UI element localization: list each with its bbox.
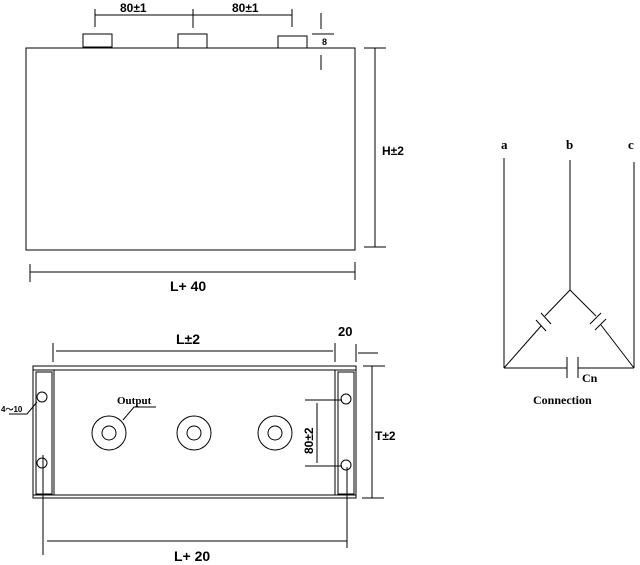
dim-mount-length: L+ 20 [174, 548, 210, 564]
dim-length: L+ 40 [170, 278, 206, 294]
top-view: 80±1 80±1 8 H±2 L+ 40 [25, 1, 404, 294]
capacitor-body [25, 47, 356, 251]
dim-thickness: T±2 [375, 429, 396, 443]
dim-terminal-height: 8 [322, 37, 327, 47]
dim-spacing-2: 80±1 [232, 1, 259, 15]
dim-length: L±2 [176, 331, 200, 347]
terminal-1 [82, 33, 113, 48]
dim-hole-spacing: 80±2 [302, 427, 316, 454]
output-label: Output [117, 395, 152, 407]
mount-hole [340, 459, 352, 471]
bottom-view: Output 4～10 L±2 20 80±2 T±2 L+ 20 [1, 324, 396, 564]
mount-hole [36, 391, 48, 403]
connection-title: Connection [533, 393, 592, 407]
hole-label: 4～10 [1, 405, 23, 414]
terminal-3 [277, 35, 308, 49]
dim-flange: 20 [338, 324, 352, 339]
terminal-b-label: b [566, 137, 573, 152]
dim-height: H±2 [382, 144, 404, 158]
terminal-2 [177, 33, 208, 49]
mount-hole [340, 393, 352, 405]
capacitor-label: Cn [582, 371, 598, 385]
output-terminal [91, 415, 127, 451]
left-flange [35, 371, 53, 495]
output-terminal [176, 415, 212, 451]
terminal-c-label: c [628, 137, 634, 152]
mount-hole [36, 457, 48, 469]
base-outline [32, 365, 357, 499]
right-flange [337, 371, 355, 495]
output-terminal [257, 415, 293, 451]
terminal-a-label: a [501, 137, 508, 152]
connection-diagram: a b c Cn Connection [501, 137, 635, 407]
dim-spacing-1: 80±1 [120, 1, 147, 15]
